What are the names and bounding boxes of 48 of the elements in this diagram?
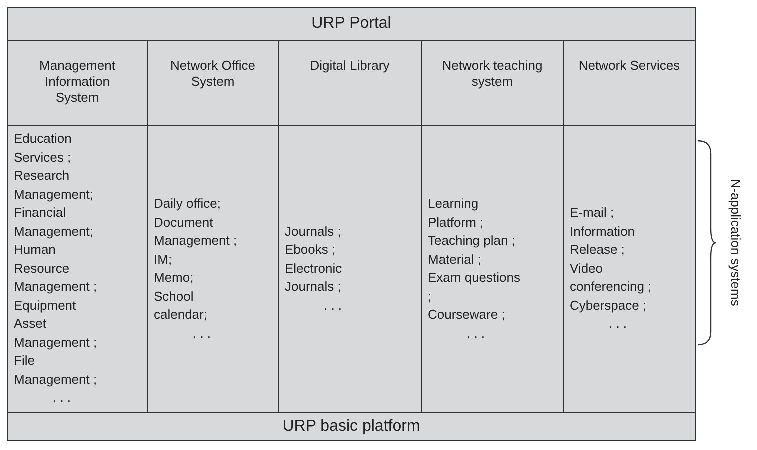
system-header-cell xyxy=(147,40,279,126)
function-item: . . . xyxy=(466,324,486,342)
system-header-cell xyxy=(563,40,696,126)
band-title: URP basic platform xyxy=(282,416,420,436)
function-item: Financial Management; xyxy=(14,204,94,241)
system-title: Network Services xyxy=(578,58,680,74)
function-item: Exam questions ; xyxy=(428,269,522,306)
function-item: Document Management ; xyxy=(154,214,238,250)
function-item: Research Management; xyxy=(14,167,94,204)
function-item: Human Resource Management ; xyxy=(14,241,98,296)
system-title: Digital Library xyxy=(310,58,390,74)
function-item: Video conferencing ; xyxy=(570,260,653,296)
brace-label: N-application systems xyxy=(728,179,745,307)
function-item: File Management ; xyxy=(14,352,98,389)
function-item: Cyberspace ; xyxy=(570,296,648,315)
platform-band xyxy=(7,7,696,41)
system-title: Management Information System xyxy=(38,58,116,106)
band-title: URP Portal xyxy=(312,14,392,34)
function-item: Material ; xyxy=(428,250,482,268)
platform-band xyxy=(7,412,696,441)
function-item: Teaching plan ; xyxy=(428,232,516,250)
system-content-cell xyxy=(421,125,564,413)
function-item: . . . xyxy=(52,389,72,408)
system-header-cell xyxy=(7,40,148,126)
system-content-cell xyxy=(147,125,279,413)
function-item: Electronic Journals ; xyxy=(285,260,344,296)
function-item: School calendar; xyxy=(154,288,208,324)
function-item: . . . xyxy=(192,324,212,342)
system-content-cell xyxy=(278,125,422,413)
function-item: Education Services ; xyxy=(14,130,73,167)
system-header-cell xyxy=(278,40,422,126)
function-item: Information Release ; xyxy=(570,222,636,260)
system-title: Network teaching system xyxy=(441,58,544,90)
function-item: . . . xyxy=(608,315,628,334)
function-item: E-mail ; xyxy=(570,204,616,222)
function-item: Journals ; xyxy=(285,222,342,241)
function-item: Daily office; xyxy=(154,195,222,213)
function-item: . . . xyxy=(324,296,342,315)
system-header-cell xyxy=(421,40,564,126)
system-content-cell xyxy=(563,125,696,413)
function-item: Ebooks ; xyxy=(285,241,337,260)
system-title: Network Office System xyxy=(169,58,256,90)
function-item: Equipment Asset Management ; xyxy=(14,296,98,352)
function-item: Learning Platform ; xyxy=(428,195,485,232)
system-content-cell xyxy=(7,125,148,413)
function-item: Memo; xyxy=(154,269,195,287)
function-item: Courseware ; xyxy=(428,306,506,324)
function-item: IM; xyxy=(154,250,174,268)
